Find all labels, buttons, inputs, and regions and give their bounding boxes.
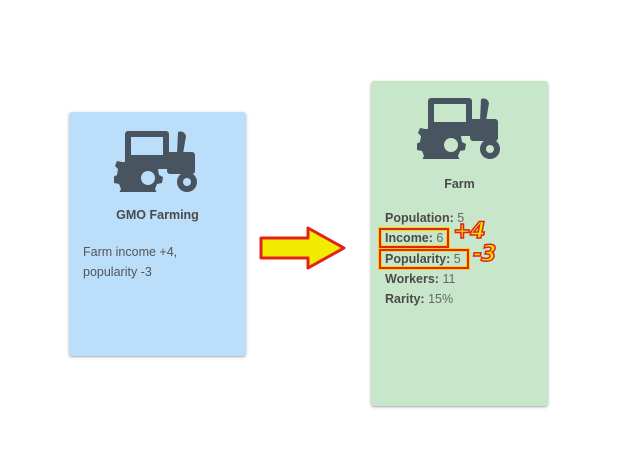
card-title: GMO Farming — [116, 208, 199, 222]
source-card[interactable]: GMO Farming Farm income +4, popularity -… — [69, 112, 246, 356]
stat-label: Popularity: — [385, 251, 451, 266]
stat-label: Rarity: — [385, 292, 425, 307]
stat-popularity: Popularity: 5 -3 — [379, 242, 497, 269]
stat-value: 11 — [442, 271, 456, 286]
right-arrow-icon — [259, 226, 346, 270]
card-description: Farm income +4, popularity -3 — [83, 245, 178, 279]
target-card[interactable]: Farm Population: 5 Income: 6 +4 Populari… — [371, 81, 548, 406]
stat-label: Income: — [385, 231, 433, 246]
stat-rarity: Rarity: 15% — [385, 289, 464, 309]
tractor-icon — [417, 98, 500, 159]
stat-value: 5 — [457, 211, 465, 225]
stat-label: Population: — [385, 211, 454, 225]
stat-value: 5 — [453, 251, 461, 266]
stat-income: Income: 6 +4 — [379, 220, 486, 249]
stat-value: 6 — [436, 231, 444, 246]
stat-workers: Workers: 11 — [385, 269, 464, 289]
stat-value: 15% — [428, 292, 454, 307]
stats-list: Population: 5 Income: 6 +4 Popularity: 5… — [379, 208, 497, 309]
tractor-icon — [114, 131, 197, 192]
stat-label: Workers: — [385, 271, 439, 286]
stat-population: Population: 5 — [385, 208, 464, 228]
card-title: Farm — [444, 177, 475, 191]
popularity-delta-badge: -3 — [472, 241, 497, 267]
